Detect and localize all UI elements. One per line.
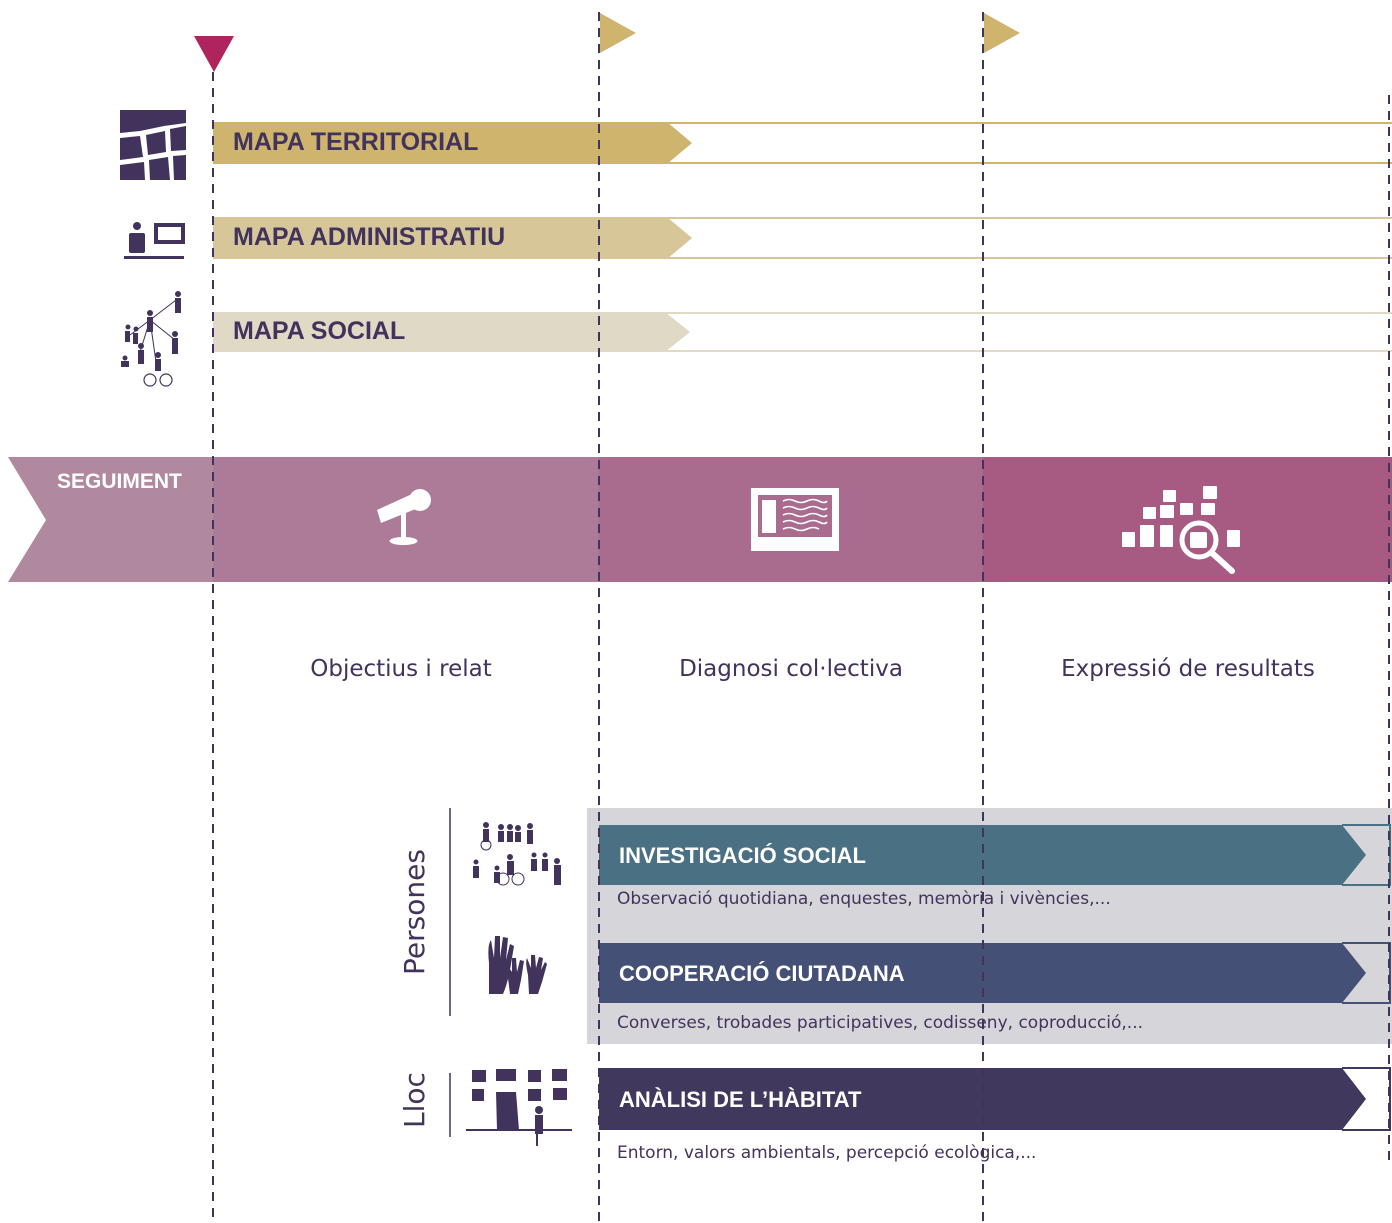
data-search-icon [1122, 486, 1240, 574]
map-label: MAPA SOCIAL [233, 317, 406, 345]
group-label-persones: Persones [398, 849, 431, 975]
social-network-icon [121, 291, 181, 387]
stage-label: Objectius i relat [310, 656, 492, 682]
group-label-lloc: Lloc [398, 1072, 431, 1128]
band-title: ANÀLISI DE L’HÀBITAT [619, 1087, 862, 1112]
territory-map-icon [120, 110, 186, 180]
document-icon [751, 488, 839, 551]
map-administratiu-arrow [213, 217, 692, 259]
people-crowd-icon [473, 822, 561, 886]
band-description: Converses, trobades participatives, codi… [617, 1013, 1144, 1033]
band-analisi-tail [1342, 1067, 1391, 1131]
band-cooperacio-tail [1342, 942, 1391, 1004]
map-territorial-arrow [213, 122, 692, 164]
seguiment-label: SEGUIMENT [57, 470, 182, 493]
map-social-arrow [213, 312, 690, 352]
start-marker-icon [194, 36, 234, 72]
seguiment-stage-3 [983, 457, 1392, 582]
administration-desk-icon [124, 222, 185, 259]
band-title: COOPERACIÓ CIUTADANA [619, 961, 905, 986]
band-description: Entorn, valors ambientals, percepció eco… [617, 1143, 1037, 1163]
map-label: MAPA ADMINISTRATIU [233, 223, 506, 251]
stage-label: Expressió de resultats [1061, 656, 1315, 682]
neighbourhood-place-icon [466, 1069, 572, 1146]
seguiment-lead-arrow [8, 457, 213, 582]
map-label: MAPA TERRITORIAL [233, 128, 479, 156]
band-investigacio-arrow [599, 825, 1366, 885]
band-description: Observació quotidiana, enquestes, memòri… [617, 889, 1111, 909]
stage-label: Diagnosi col·lectiva [679, 656, 903, 682]
microphone-icon [377, 489, 431, 545]
milestone-flag-icon [600, 13, 636, 53]
band-analisi-arrow [599, 1068, 1366, 1130]
milestone-flag-icon [984, 13, 1020, 53]
band-title: INVESTIGACIÓ SOCIAL [619, 843, 866, 868]
raised-hands-icon [488, 936, 547, 994]
